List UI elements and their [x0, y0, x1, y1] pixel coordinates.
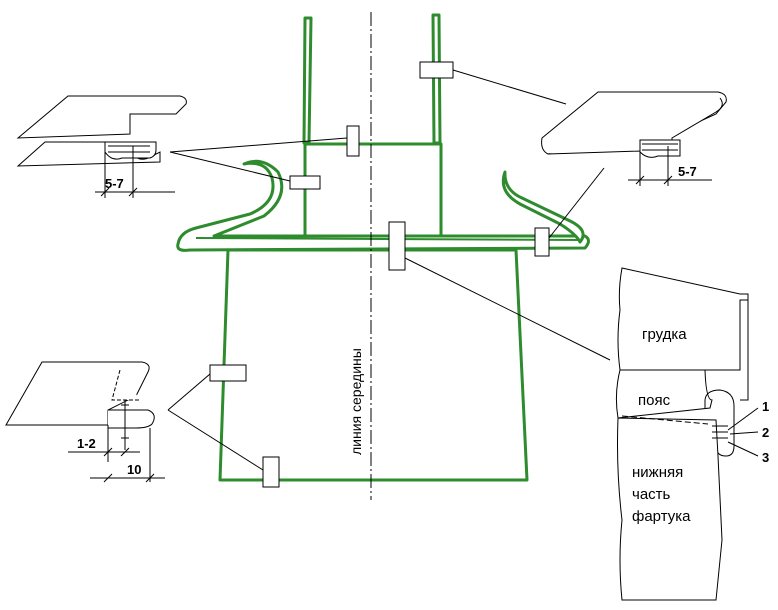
apron-outline: [176, 13, 590, 482]
label-bottom-3: фартука: [632, 508, 691, 525]
callout-box-skirt-hem: [262, 456, 280, 488]
callout-box-tie-left: [289, 175, 321, 190]
dim-bottom-left-small: 1-2: [77, 436, 96, 451]
callout-box-strap-right: [419, 61, 454, 79]
center-line-label: линия середины: [348, 348, 364, 455]
bib: [303, 142, 443, 241]
dim-top-left: 5-7: [105, 176, 124, 191]
callout-box-waist-center: [388, 221, 406, 271]
callout-box-skirt-side: [209, 364, 247, 382]
label-bottom-2: часть: [632, 486, 671, 503]
skirt: [218, 248, 529, 482]
right-tie: [501, 170, 585, 244]
detail-right-section: [615, 267, 759, 601]
dim-top-right: 5-7: [678, 164, 697, 179]
skirt-section: [617, 417, 723, 601]
waistband: [176, 159, 590, 252]
seam-number-1: 1: [762, 399, 769, 414]
detail-bottom-left: [5, 361, 165, 483]
callout-boxes: [209, 61, 550, 488]
label-belt: пояс: [638, 392, 671, 409]
label-bottom-1: нижняя: [632, 464, 683, 481]
left-neck-strap: [302, 16, 313, 145]
bib-section: [617, 267, 749, 371]
dim-bottom-left-large: 10: [127, 462, 141, 477]
seam-number-2: 2: [762, 425, 769, 440]
callout-box-bib-left: [346, 125, 360, 157]
label-bib: грудка: [642, 326, 687, 343]
callout-box-tie-right: [534, 227, 550, 257]
leader-lines: [167, 69, 611, 471]
right-neck-strap: [431, 13, 442, 145]
detail-top-right: [541, 91, 727, 186]
detail-top-left: [16, 95, 187, 198]
seam-number-3: 3: [762, 450, 769, 465]
belt-section: [615, 369, 713, 419]
